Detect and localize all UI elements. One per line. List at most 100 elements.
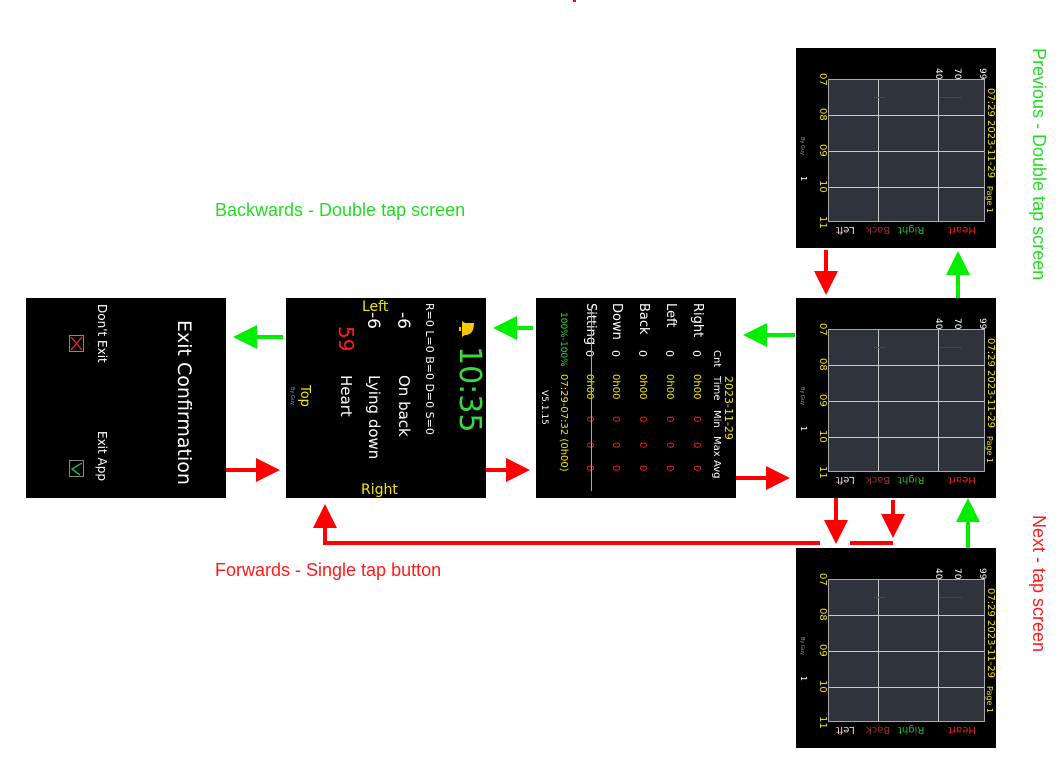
scale-label: 40 [933, 318, 943, 330]
page-number: 1 [799, 426, 808, 432]
exit-app-label: Exit App [95, 431, 109, 481]
time-label: 11 [817, 716, 828, 729]
scale-label: 99 [977, 68, 987, 80]
time-label: 10 [817, 180, 828, 193]
page-label: Page 1 [985, 186, 994, 213]
stats-time-cell: 0h00 [691, 374, 702, 400]
data-mark [874, 347, 885, 348]
stats-time-cell: 0h00 [637, 374, 648, 400]
time-label: 09 [817, 394, 828, 407]
exit-title: Exit Confirmation [173, 320, 195, 485]
scale-label: 70 [952, 568, 962, 580]
position-1: On back [395, 375, 413, 437]
page-label: Page 1 [985, 436, 994, 463]
chart-header: 07:29 2023-11-29 [985, 338, 996, 429]
time-label: 08 [817, 108, 828, 121]
stats-min-cell: 0 [637, 416, 648, 423]
time-label: 09 [817, 644, 828, 657]
stats-time-cell: 0h00 [584, 374, 595, 400]
previous-label: Previous - Double tap screen [1029, 48, 1049, 281]
stats-max-cell: 0 [637, 442, 648, 449]
position-2: Lying down [365, 375, 383, 460]
legend-left: Left [836, 474, 855, 485]
stats-cnt-cell: 0 [609, 350, 622, 357]
scale-label: 40 [933, 68, 943, 80]
header-min: Min [711, 410, 722, 428]
forwards-label: Forwards - Single tap button [215, 560, 442, 580]
angle-2: -6 [363, 312, 383, 329]
chart-header: 07:29 2023-11-29 [985, 588, 996, 679]
right-label: Right [361, 482, 398, 498]
clock-time: 10:35 [452, 346, 486, 433]
author-label: By Guy [799, 137, 805, 155]
page-number: 1 [799, 176, 808, 182]
heart-rate-value: 59 [334, 326, 358, 352]
backwards-label: Backwards - Double tap screen [215, 200, 466, 220]
battery-range: 100%-100% [558, 312, 568, 367]
time-label: 08 [817, 608, 828, 621]
position-counts: R=0 L=0 B=0 D=0 S=0 [423, 303, 436, 435]
stats-min-cell: 0 [664, 416, 675, 423]
chart-grid [828, 579, 985, 722]
stats-name-cell: Back [636, 303, 651, 335]
stats-avg-cell: 0 [584, 465, 595, 472]
stats-date: 2023-11-29 [722, 376, 735, 440]
stats-avg-cell: 0 [691, 465, 702, 472]
stats-time-cell: 0h00 [664, 374, 675, 400]
check-icon [70, 462, 83, 476]
page-label: Page 1 [985, 686, 994, 713]
legend-right: Right [898, 224, 925, 235]
time-label: 10 [817, 430, 828, 443]
stats-avg-cell: 0 [664, 465, 675, 472]
scale-label: 40 [933, 568, 943, 580]
top-label: Top [297, 385, 312, 407]
exit-app-button[interactable] [69, 460, 84, 477]
stats-cnt-cell: 0 [690, 350, 703, 357]
data-mark [939, 347, 962, 348]
stats-avg-cell: 0 [610, 465, 621, 472]
exit-confirmation-screen[interactable]: Exit Confirmation Don't Exit Exit App [26, 298, 226, 498]
time-label: 10 [817, 680, 828, 693]
stats-name-cell: Sitting [583, 303, 598, 346]
data-mark [939, 597, 962, 598]
stats-min-cell: 0 [584, 416, 595, 423]
time-label: 09 [817, 144, 828, 157]
author-label: By Guy [799, 387, 805, 405]
data-mark [939, 97, 962, 98]
chart-grid [828, 79, 985, 222]
left-label: Left [362, 299, 389, 315]
scale-label: 70 [952, 318, 962, 330]
clock-screen[interactable]: Left 10:35 R=0 L=0 B=0 D=0 S=0 -6 On bac… [286, 298, 486, 498]
chart-grid [828, 329, 985, 472]
time-label: 08 [817, 358, 828, 371]
stats-min-cell: 0 [610, 416, 621, 423]
data-mark [874, 597, 885, 598]
angle-1: -6 [393, 312, 413, 329]
previous-chart-screen[interactable]: 40 70 99 07 08 09 10 11 07:29 2023-11-29… [796, 48, 996, 248]
version-label: V5.1.15 [539, 390, 549, 425]
legend-heart: Heart [948, 474, 976, 485]
next-chart-screen[interactable]: 40 70 99 07 08 09 10 11 07:29 2023-11-29… [796, 548, 996, 748]
stats-max-cell: 0 [610, 442, 621, 449]
legend-back: Back [866, 474, 891, 485]
header-time: Time [711, 376, 722, 401]
scale-label: 99 [977, 568, 987, 580]
bell-icon [459, 321, 474, 337]
page-number: 1 [799, 676, 808, 682]
stats-time-cell: 0h00 [610, 374, 621, 400]
chart-screen[interactable]: 40 70 99 07 08 09 10 11 07:29 2023-11-29… [796, 298, 996, 498]
stats-name-cell: Right [690, 303, 705, 338]
stats-max-cell: 0 [584, 442, 595, 449]
author-label: By Guy [289, 387, 295, 405]
legend-back: Back [866, 224, 891, 235]
stats-name-cell: Down [609, 303, 624, 340]
dont-exit-button[interactable] [69, 335, 84, 352]
time-label: 11 [817, 216, 828, 229]
stats-avg-cell: 0 [637, 465, 648, 472]
time-label: 07 [817, 573, 828, 586]
data-mark [874, 97, 885, 98]
divider [591, 306, 592, 491]
stats-cnt-cell: 0 [636, 350, 649, 357]
time-label: 11 [817, 466, 828, 479]
